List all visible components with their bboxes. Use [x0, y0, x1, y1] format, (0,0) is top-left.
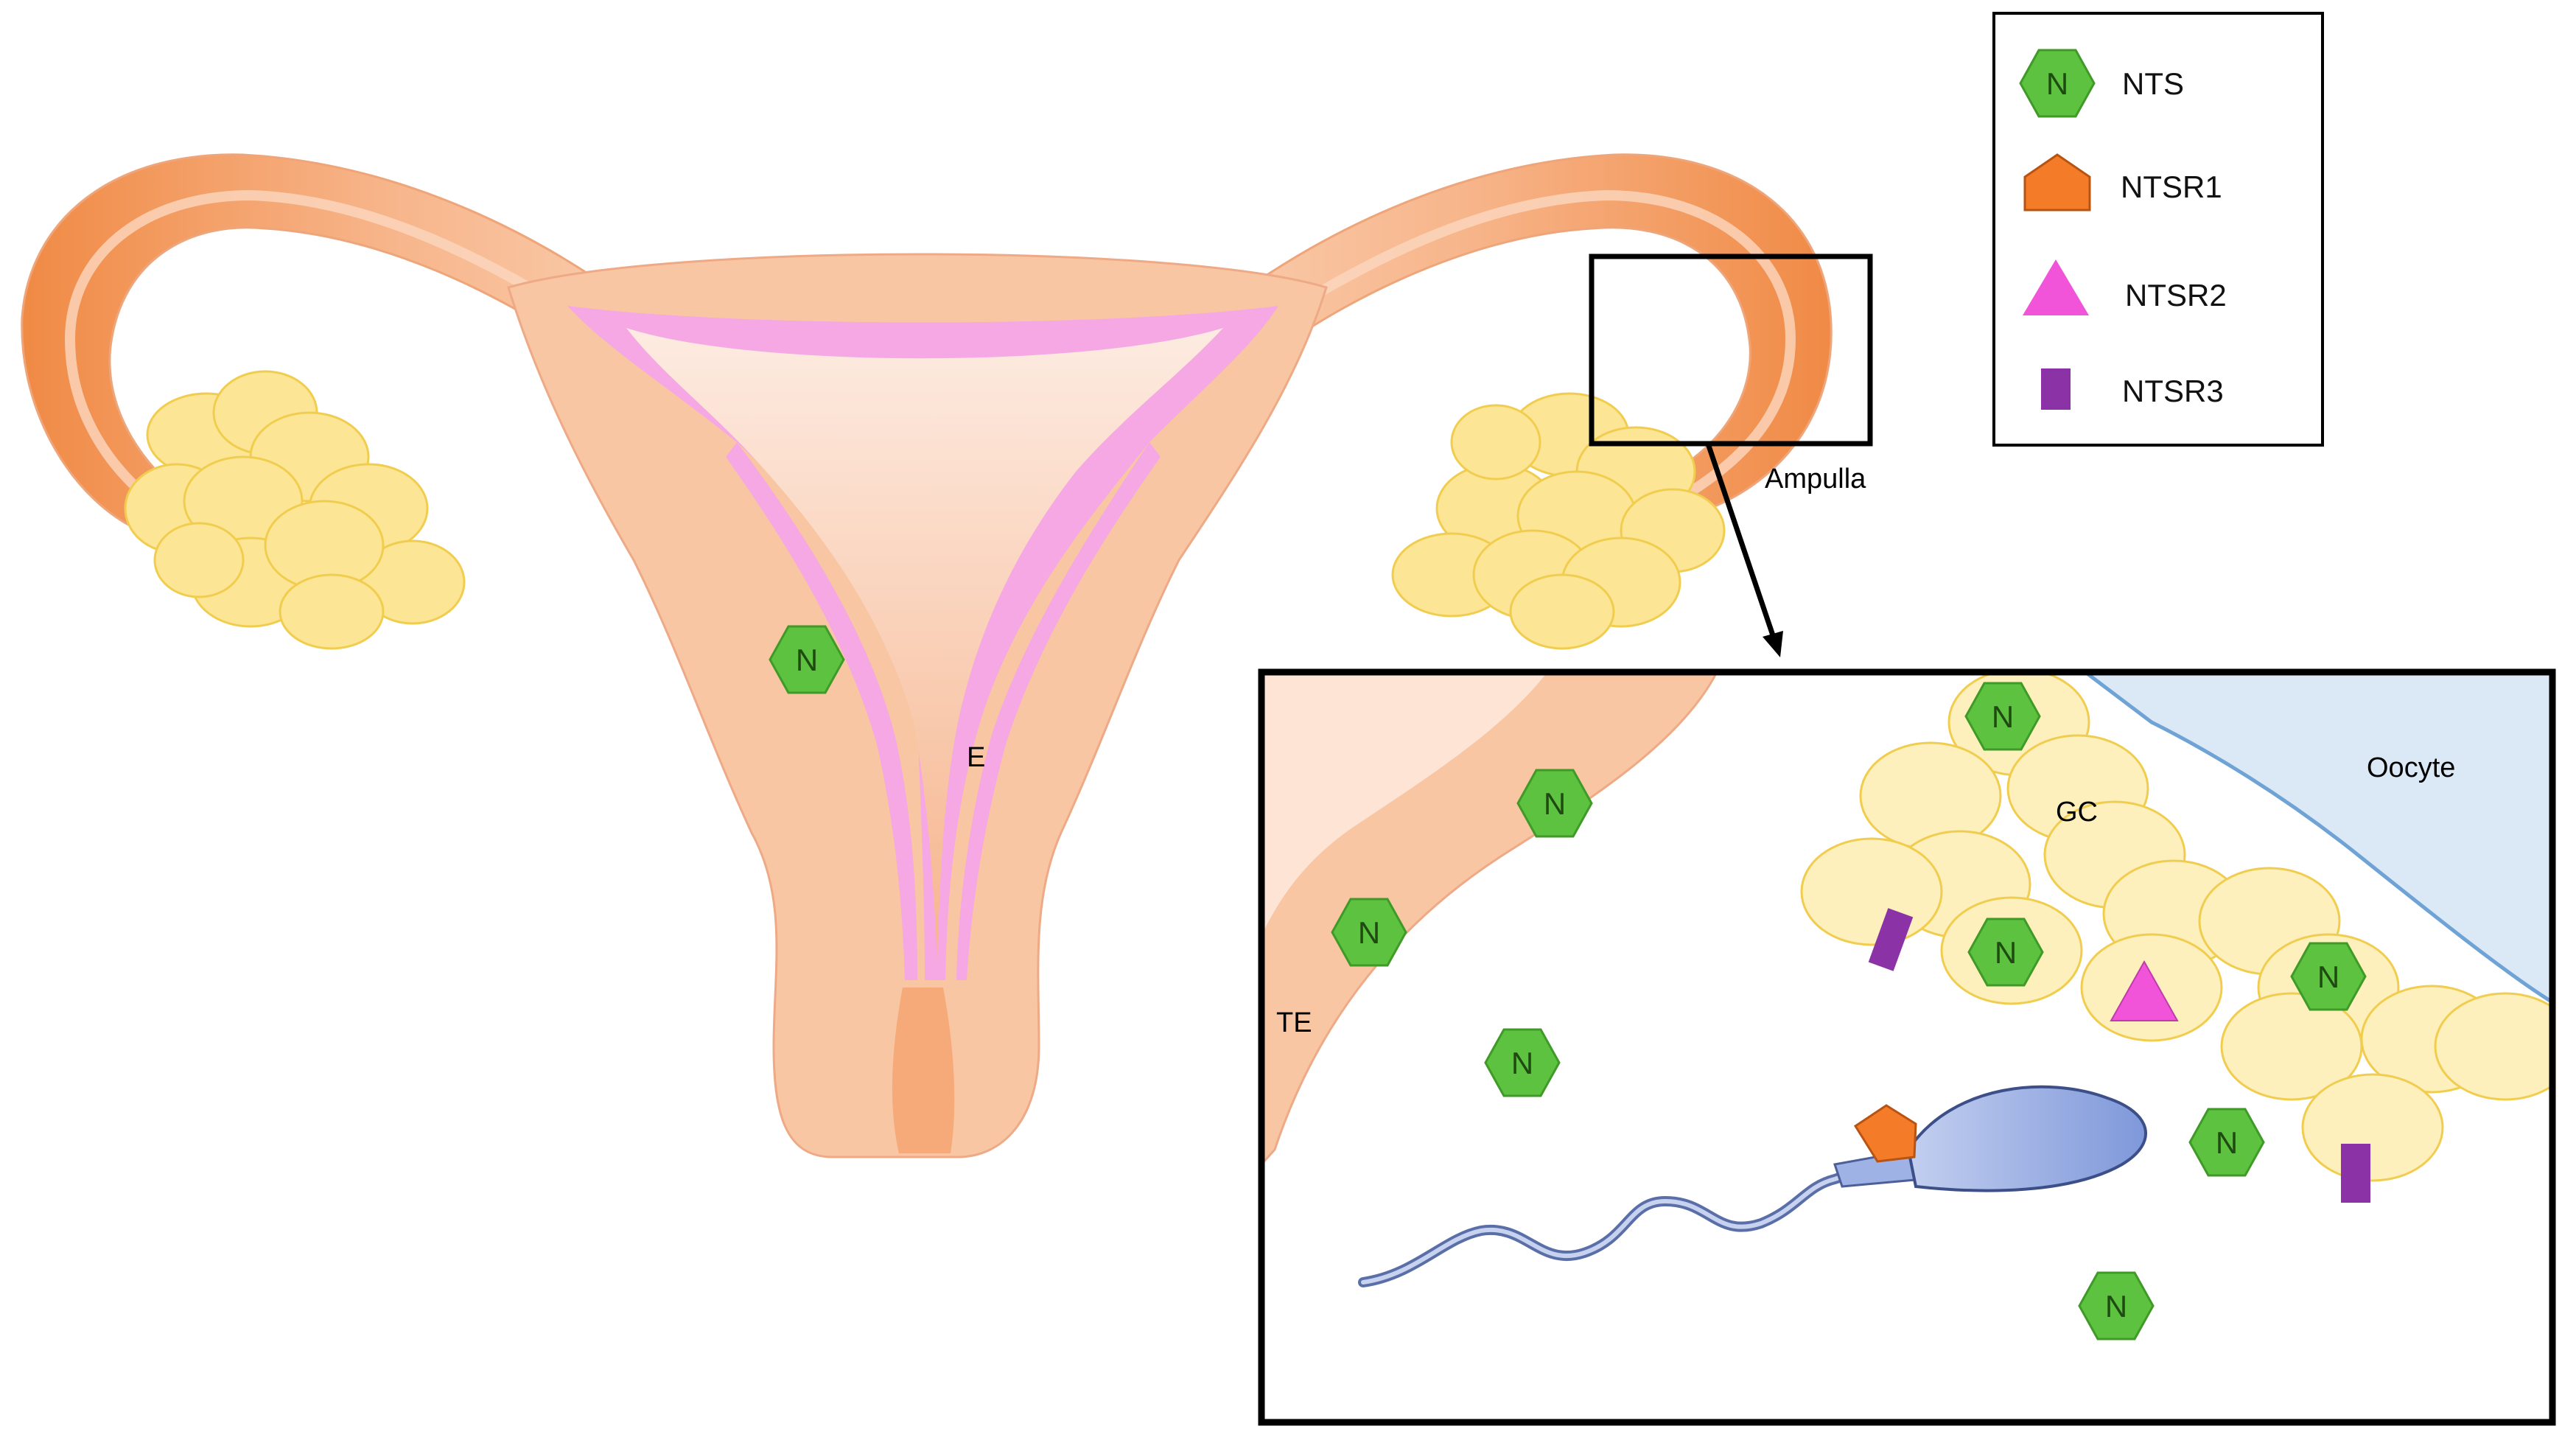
label-ampulla: Ampulla: [1765, 464, 1866, 494]
ampulla-zoom-box: [1589, 254, 1873, 447]
ntsr1-marker-sperm: [1853, 1104, 1917, 1163]
legend: N NTS NTSR1 NTSR2 NTSR3: [1992, 12, 2324, 447]
legend-item-nts: N NTS: [2019, 49, 2184, 118]
label-granulosa-cells: GC: [2056, 797, 2098, 828]
legend-item-ntsr3: NTSR3: [2041, 368, 2224, 410]
left-ovary: [124, 370, 466, 650]
sperm-head: [1906, 1085, 2147, 1192]
legend-label-ntsr3: NTSR3: [2122, 374, 2224, 408]
legend-item-ntsr1: NTSR1: [2023, 153, 2222, 212]
rectangle-icon: [2041, 368, 2071, 410]
pentagon-icon: [2023, 153, 2091, 212]
sperm: [1358, 1085, 2147, 1287]
zoom-arrow: [1705, 442, 1777, 641]
uterus: [21, 153, 1833, 1158]
nts-marker-inset-1: N: [1964, 682, 2041, 751]
triangle-icon: [2023, 259, 2089, 315]
nts-marker-inset-4: N: [1484, 1028, 1561, 1097]
hexagon-icon: N: [2019, 49, 2096, 118]
legend-item-ntsr2: NTSR2: [2023, 259, 2227, 315]
label-endometrium: E: [967, 742, 985, 773]
nts-marker-inset-8: N: [2078, 1271, 2155, 1341]
nts-marker-inset-3: N: [1331, 898, 1407, 967]
nts-letter: N: [2216, 1125, 2238, 1160]
legend-label-nts: NTS: [2122, 66, 2184, 101]
label-oocyte: Oocyte: [2367, 752, 2455, 783]
label-tubal-epithelium: TE: [1276, 1007, 1312, 1038]
nts-letter: N: [1992, 699, 2014, 734]
ntsr3-marker-bottom: [2341, 1144, 2370, 1203]
ntsr2-marker-inset: [2110, 960, 2179, 1021]
left-fallopian-tube: [21, 153, 621, 532]
nts-letter: N: [796, 643, 818, 677]
legend-label-ntsr2: NTSR2: [2125, 278, 2227, 312]
cervical-canal: [892, 988, 955, 1153]
right-fallopian-tube: [1236, 153, 1833, 510]
ntsr3-marker-left: [1868, 908, 1914, 971]
nts-letter: N: [1544, 786, 1566, 821]
legend-label-ntsr1: NTSR1: [2121, 169, 2222, 204]
nts-letter: N: [1995, 935, 2017, 970]
ampulla-inset: N N N N N N N N TE GC: [1258, 668, 2556, 1426]
nts-marker-inset-2: N: [1516, 769, 1593, 838]
nts-letter: N: [2105, 1289, 2127, 1324]
inset-frame: [1258, 668, 2556, 1426]
uterine-cavity: [626, 328, 1223, 965]
right-ovary: [1391, 392, 1726, 650]
nts-marker-inset-5: N: [1967, 918, 2044, 987]
nts-marker-uterus: N: [769, 625, 845, 694]
nts-letter: N: [1358, 915, 1380, 950]
nts-marker-inset-6: N: [2290, 942, 2367, 1011]
nts-letter: N: [2317, 960, 2339, 994]
oocyte: [2082, 672, 2552, 1004]
nts-marker-inset-7: N: [2188, 1108, 2265, 1177]
nts-letter: N: [2046, 66, 2068, 101]
nts-letter: N: [1511, 1046, 1533, 1080]
